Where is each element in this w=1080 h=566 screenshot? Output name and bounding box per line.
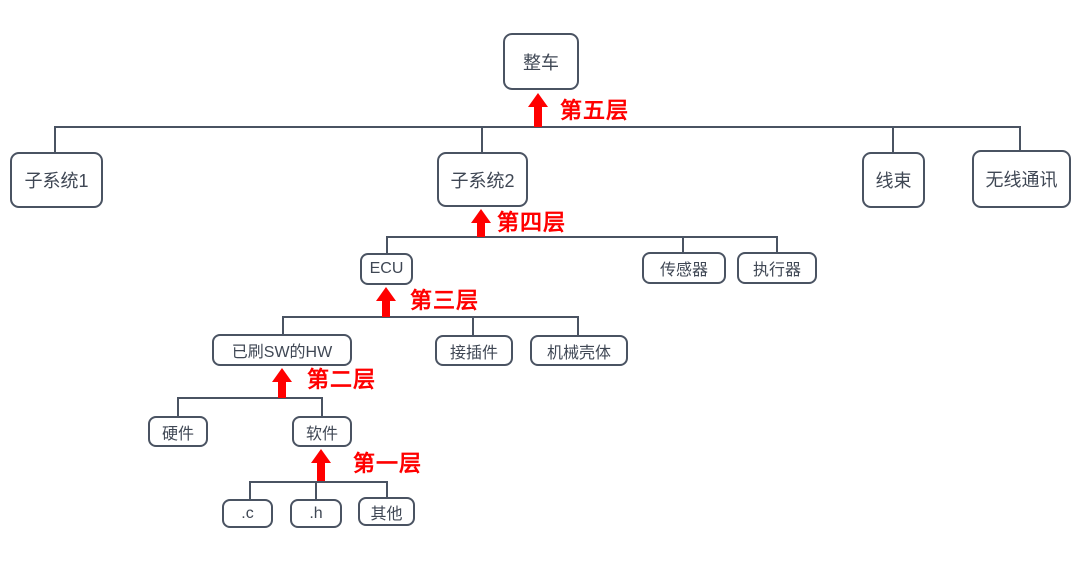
node-subsystem-1: 子系统1 [10, 152, 103, 208]
connector-hline-level4 [386, 236, 778, 238]
node-subsystem-2: 子系统2 [437, 152, 528, 207]
node-wireless-comm: 无线通讯 [972, 150, 1071, 208]
connector-vline-actuator [776, 236, 778, 253]
node-hardware: 硬件 [148, 416, 208, 447]
connector-vline-subsystem1 [54, 126, 56, 153]
connector-vline-c-file [249, 481, 251, 500]
level4-up-arrow-icon [471, 209, 491, 237]
node-c-file: .c [222, 499, 273, 528]
connector-vline-ecu [386, 236, 388, 254]
level1-up-arrow-icon [311, 449, 331, 481]
arrow-head [311, 449, 331, 463]
arrow-stem [317, 463, 325, 481]
connector-vline-flashed-hw [282, 316, 284, 335]
node-mech-housing: 机械壳体 [530, 335, 628, 366]
arrow-stem [382, 301, 390, 317]
level5-label: 第五层 [560, 98, 630, 123]
level2-label: 第二层 [307, 367, 377, 392]
level2-up-arrow-icon [272, 368, 292, 398]
connector-hline-level2 [177, 397, 323, 399]
connector-vline-sensor [682, 236, 684, 253]
node-ecu: ECU [360, 253, 413, 285]
arrow-head [528, 93, 548, 107]
connector-vline-subsystem2 [481, 126, 483, 153]
arrow-stem [477, 223, 485, 237]
arrow-stem [278, 382, 286, 398]
connector-vline-hardware [177, 397, 179, 417]
connector-hline-level1 [249, 481, 388, 483]
arrow-head [272, 368, 292, 382]
connector-vline-wireless [1019, 126, 1021, 151]
connector-hline-level3 [282, 316, 579, 318]
node-wire-harness: 线束 [862, 152, 925, 208]
node-vehicle: 整车 [503, 33, 579, 90]
level1-label: 第一层 [353, 451, 423, 476]
node-other: 其他 [358, 497, 415, 526]
level3-up-arrow-icon [376, 287, 396, 317]
connector-vline-software [321, 397, 323, 417]
level5-up-arrow-icon [528, 93, 548, 127]
node-sensor: 传感器 [642, 252, 726, 284]
node-software: 软件 [292, 416, 352, 447]
arrow-head [471, 209, 491, 223]
node-flashed-hw: 已刷SW的HW [212, 334, 352, 366]
level4-label: 第四层 [497, 210, 567, 235]
node-connector: 接插件 [435, 335, 513, 366]
node-h-file: .h [290, 499, 342, 528]
node-actuator: 执行器 [737, 252, 817, 284]
connector-vline-h-file [315, 481, 317, 500]
connector-vline-other [386, 481, 388, 498]
level3-label: 第三层 [410, 288, 480, 313]
connector-hline-level5 [54, 126, 1021, 128]
arrow-head [376, 287, 396, 301]
connector-vline-connector [472, 316, 474, 336]
connector-vline-housing [577, 316, 579, 336]
arrow-stem [534, 107, 542, 127]
connector-vline-harness [892, 126, 894, 153]
